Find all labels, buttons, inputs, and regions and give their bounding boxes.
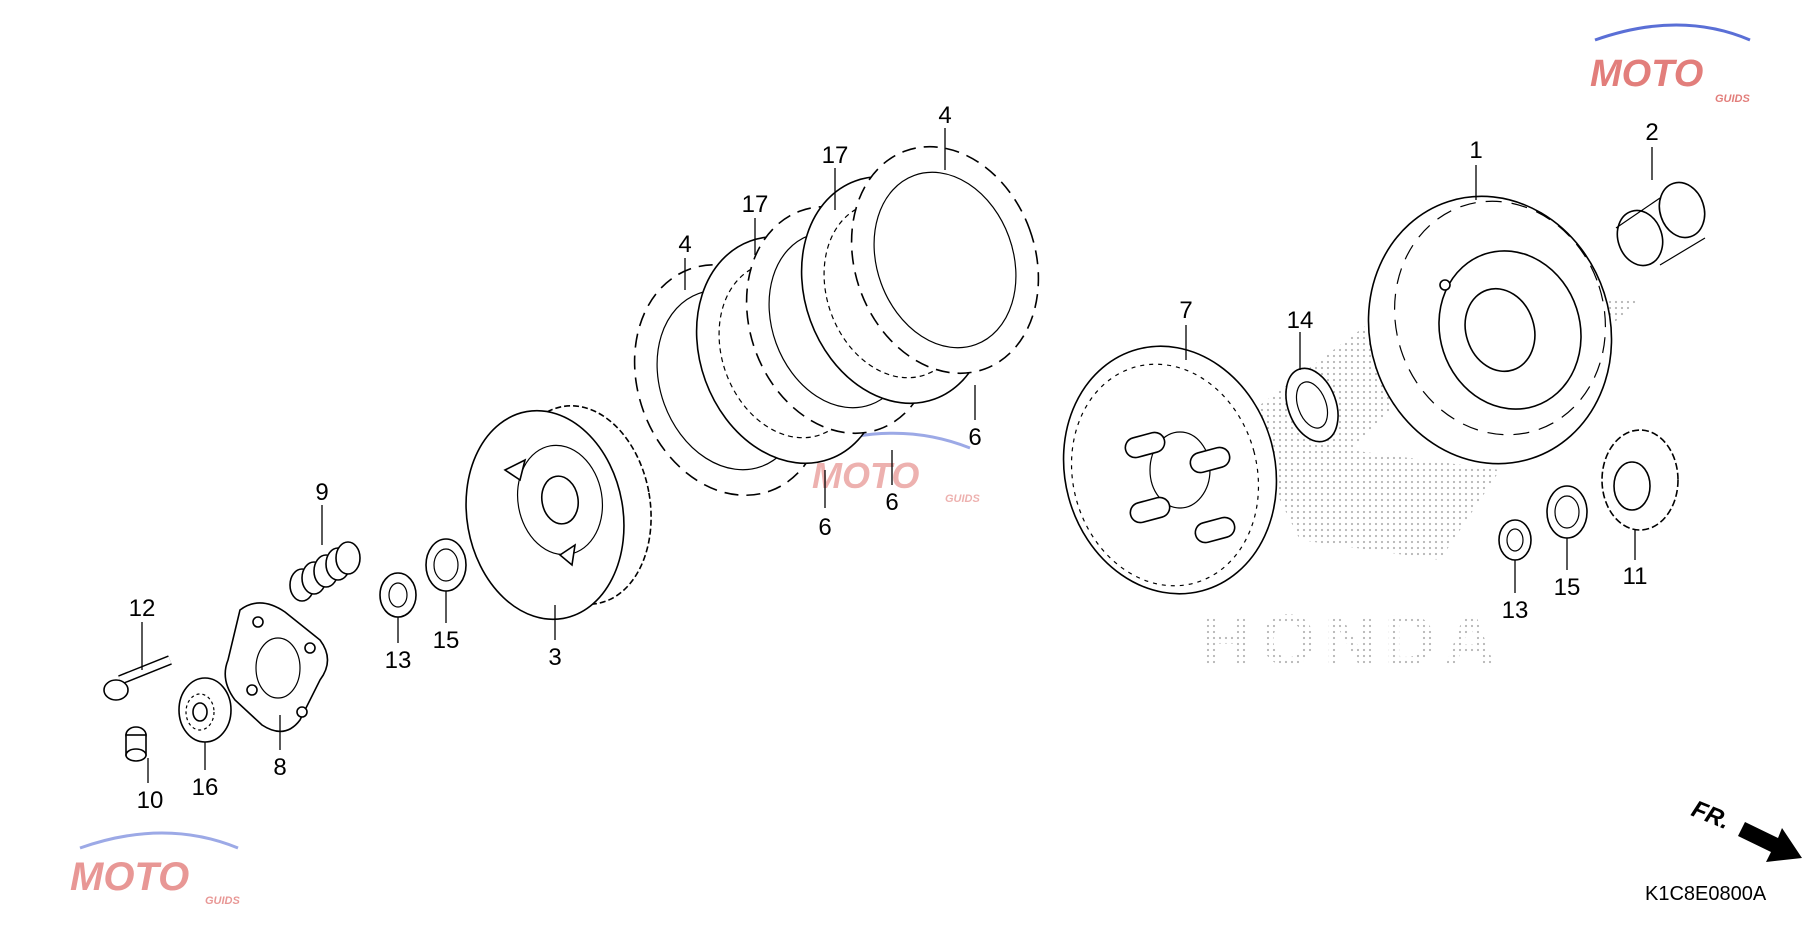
- part-3-clutch-center[interactable]: [450, 394, 666, 632]
- part-13-lock-nut-left[interactable]: [379, 572, 417, 618]
- svg-text:GUIDS: GUIDS: [945, 493, 981, 505]
- callout-1[interactable]: 1: [1469, 137, 1482, 164]
- moto-logo-bottom-left: MOTO GUIDS: [70, 831, 241, 907]
- part-12-flange-bolt[interactable]: [103, 655, 172, 701]
- callout-3[interactable]: 3: [548, 644, 561, 671]
- part-11-primary-drive-gear[interactable]: [1601, 429, 1679, 531]
- part-4-friction-disk-rear[interactable]: [821, 120, 1069, 400]
- callout-17-front[interactable]: 17: [742, 191, 769, 218]
- part-14-washer[interactable]: [1276, 361, 1347, 449]
- part-7-pressure-plate[interactable]: [1036, 322, 1304, 618]
- moto-logo-top-right: MOTO GUIDS: [1590, 23, 1751, 105]
- callout-17-rear[interactable]: 17: [822, 142, 849, 169]
- diagram-code: K1C8E0800A: [1645, 883, 1767, 905]
- honda-text-watermark: HONDA: [1200, 601, 1504, 681]
- front-label: FR.: [1688, 796, 1734, 836]
- svg-text:GUIDS: GUIDS: [1715, 93, 1751, 105]
- callout-4-rear[interactable]: 4: [938, 102, 951, 129]
- callout-4-front[interactable]: 4: [678, 231, 691, 258]
- callout-13-left[interactable]: 13: [385, 647, 412, 674]
- front-direction-indicator: FR.: [1688, 796, 1802, 862]
- callout-9[interactable]: 9: [315, 479, 328, 506]
- callout-13-right[interactable]: 13: [1502, 597, 1529, 624]
- callout-6-center[interactable]: 6: [885, 489, 898, 516]
- callout-labels: 1 2 3 4 4 6 6 6 7 8 9 10 11 12 13 13 14 …: [129, 102, 1659, 814]
- callout-11[interactable]: 11: [1623, 563, 1648, 590]
- callout-8[interactable]: 8: [273, 754, 286, 781]
- callout-12[interactable]: 12: [129, 595, 156, 622]
- part-15-washer-right[interactable]: [1546, 485, 1588, 539]
- callout-7[interactable]: 7: [1179, 297, 1192, 324]
- leader-lines: [141, 128, 1653, 783]
- svg-text:GUIDS: GUIDS: [205, 895, 241, 907]
- part-10-lifter-piece[interactable]: [125, 726, 147, 762]
- part-16-radial-ball-bearing[interactable]: [178, 677, 232, 743]
- part-1-clutch-outer[interactable]: [1334, 165, 1646, 496]
- part-9-clutch-spring[interactable]: [289, 541, 361, 602]
- part-13-lock-nut-right[interactable]: [1498, 519, 1532, 561]
- callout-15-right[interactable]: 15: [1554, 574, 1581, 601]
- part-2-collar[interactable]: [1610, 177, 1711, 272]
- front-arrow-icon: [1738, 822, 1802, 862]
- callout-6-left[interactable]: 6: [818, 514, 831, 541]
- svg-text:MOTO: MOTO: [1590, 53, 1703, 95]
- callout-10[interactable]: 10: [137, 787, 164, 814]
- callout-15-left[interactable]: 15: [433, 627, 460, 654]
- callout-6-right[interactable]: 6: [968, 424, 981, 451]
- part-15-washer-left[interactable]: [425, 538, 467, 592]
- svg-text:MOTO: MOTO: [70, 855, 189, 899]
- callout-16[interactable]: 16: [192, 774, 219, 801]
- clutch-plate-stack: [633, 120, 1069, 497]
- callout-2[interactable]: 2: [1645, 119, 1658, 146]
- part-8-lifter-plate[interactable]: [224, 602, 329, 733]
- callout-14[interactable]: 14: [1287, 307, 1314, 334]
- svg-text:MOTO: MOTO: [812, 455, 919, 496]
